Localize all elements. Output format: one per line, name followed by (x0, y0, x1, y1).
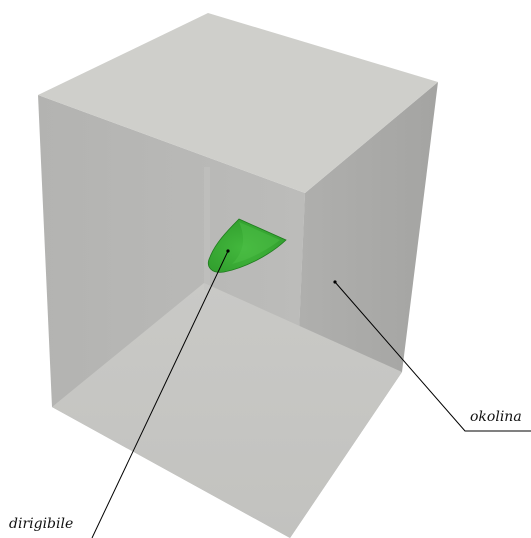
airship-callout: dirigibile (9, 250, 229, 538)
domain-box (38, 13, 438, 538)
surroundings-label: okolina (470, 409, 522, 425)
surroundings-leader-line (334, 281, 531, 432)
surroundings-callout: okolina (333, 280, 531, 432)
box-back-edge (204, 167, 210, 290)
airship-body (207, 218, 287, 273)
box-floor (52, 283, 402, 538)
airship (207, 218, 287, 273)
airship-highlight (232, 222, 280, 264)
airship-leader-line (91, 250, 229, 538)
airship-label: dirigibile (9, 516, 73, 532)
box-top-face (38, 13, 438, 193)
